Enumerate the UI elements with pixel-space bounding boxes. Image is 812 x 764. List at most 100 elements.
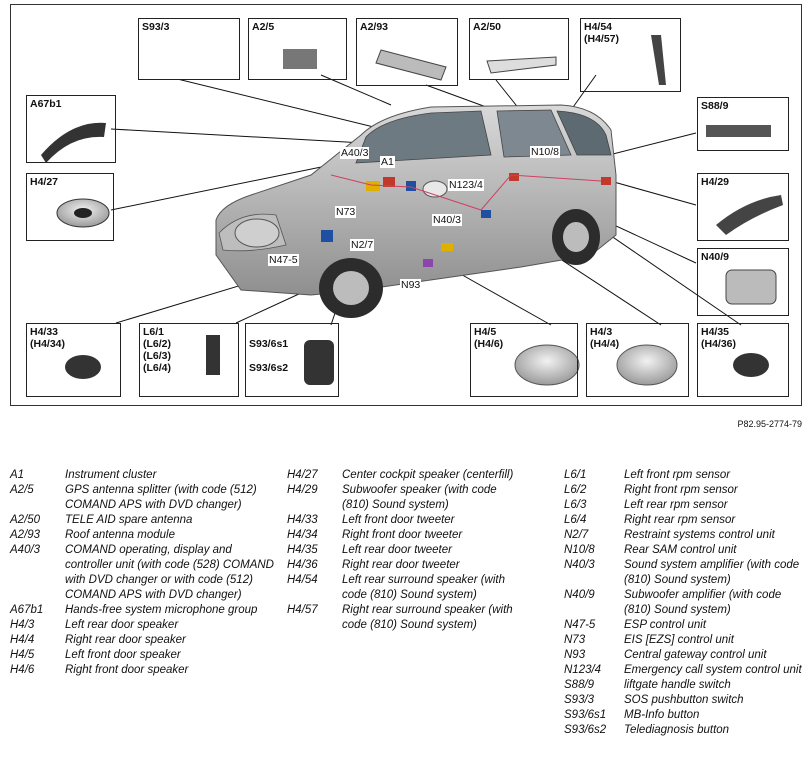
label-n93: N93 bbox=[400, 279, 422, 291]
legend-code: H4/33 bbox=[287, 514, 318, 526]
callout-s88-9: S88/9 bbox=[697, 97, 789, 151]
legend-description: liftgate handle switch bbox=[624, 679, 731, 691]
legend-row: A67b1 Hands-free system microphone group bbox=[10, 603, 275, 618]
callout-h4-35: H4/35 (H4/36) bbox=[697, 323, 789, 397]
legend-code: H4/35 bbox=[287, 544, 318, 556]
callout-h4-54: H4/54 (H4/57) bbox=[580, 18, 681, 92]
legend-code: A67b1 bbox=[10, 604, 44, 616]
legend-description: Right front door speaker bbox=[65, 664, 189, 676]
legend-code: L6/3 bbox=[564, 499, 587, 511]
callout-code: N40/9 bbox=[701, 251, 730, 263]
callout-code: A67b1 bbox=[30, 98, 62, 110]
legend-code: H4/36 bbox=[287, 559, 318, 571]
legend-code: A2/5 bbox=[10, 484, 34, 496]
label-a1: A1 bbox=[380, 156, 395, 168]
callout-code: H4/5 (H4/6) bbox=[474, 326, 504, 350]
label-n47-5: N47-5 bbox=[268, 254, 299, 266]
legend-code: A1 bbox=[10, 469, 25, 481]
callout-code: A2/50 bbox=[473, 21, 502, 33]
label-a40-3: A40/3 bbox=[340, 147, 370, 159]
legend-description: Right front door tweeter bbox=[342, 529, 463, 541]
legend-code: H4/57 bbox=[287, 604, 318, 616]
callout-n40-9: N40/9 bbox=[697, 248, 789, 316]
legend-description: ESP control unit bbox=[624, 619, 707, 631]
callout-code: S88/9 bbox=[701, 100, 729, 112]
legend-description: Left rear door tweeter bbox=[342, 544, 452, 556]
legend-description: EIS [EZS] control unit bbox=[624, 634, 734, 646]
legend-description: Sound system amplifier (with code (810) … bbox=[624, 559, 800, 586]
legend-description: Roof antenna module bbox=[65, 529, 175, 541]
legend-row: N73 EIS [EZS] control unit bbox=[564, 633, 804, 648]
callout-code: H4/35 (H4/36) bbox=[701, 326, 737, 350]
component-location-figure: S93/3 A2/5 A2/93 A2/50 H4/54 (H4/57) A67… bbox=[10, 4, 802, 406]
legend-code: N2/7 bbox=[564, 529, 589, 541]
legend-description: SOS pushbutton switch bbox=[624, 694, 744, 706]
callout-code: H4/29 bbox=[701, 176, 730, 188]
legend-code: N73 bbox=[564, 634, 586, 646]
callout-a2-93: A2/93 bbox=[356, 18, 458, 86]
legend-description: Instrument cluster bbox=[65, 469, 157, 481]
legend-description: Right rear door tweeter bbox=[342, 559, 460, 571]
legend-row: N93 Central gateway control unit bbox=[564, 648, 804, 663]
legend-code: N93 bbox=[564, 649, 586, 661]
legend-description: Hands-free system microphone group bbox=[65, 604, 258, 616]
callout-s93-3: S93/3 bbox=[138, 18, 240, 80]
legend-row: H4/5 Left front door speaker bbox=[10, 648, 275, 663]
legend-description: Central gateway control unit bbox=[624, 649, 767, 661]
legend-row: S93/3 SOS pushbutton switch bbox=[564, 693, 804, 708]
legend-code: N123/4 bbox=[564, 664, 602, 676]
legend-description: Telediagnosis button bbox=[624, 724, 730, 736]
legend-description: COMAND operating, display and controller… bbox=[65, 544, 274, 601]
legend-description: Right rear rpm sensor bbox=[624, 514, 736, 526]
legend-code: H4/54 bbox=[287, 574, 318, 586]
legend-code: N47-5 bbox=[564, 619, 596, 631]
callout-code: A2/93 bbox=[360, 21, 389, 33]
legend-code: L6/2 bbox=[564, 484, 587, 496]
label-n2-7: N2/7 bbox=[350, 239, 375, 251]
callout-h4-5: H4/5 (H4/6) bbox=[470, 323, 578, 397]
callout-h4-3: H4/3 (H4/4) bbox=[586, 323, 689, 397]
callout-l6-1: L6/1 (L6/2) (L6/3) (L6/4) bbox=[139, 323, 239, 397]
legend-description: Subwoofer amplifier (with code (810) Sou… bbox=[624, 589, 782, 616]
vehicle-body bbox=[215, 104, 617, 318]
label-n73: N73 bbox=[335, 206, 357, 218]
legend-row: N47-5 ESP control unit bbox=[564, 618, 804, 633]
legend-code: S93/6s1 bbox=[564, 709, 607, 721]
legend-description: GPS antenna splitter (with code (512) CO… bbox=[65, 484, 257, 511]
legend-row: A40/3 COMAND operating, display and contr… bbox=[10, 543, 275, 603]
callout-code: H4/27 bbox=[30, 176, 59, 188]
callout-a2-5: A2/5 bbox=[248, 18, 347, 80]
legend-description: Left rear surround speaker (with code (8… bbox=[342, 574, 505, 601]
legend-code: S93/3 bbox=[564, 694, 595, 706]
legend-code: H4/5 bbox=[10, 649, 35, 661]
label-n123-4: N123/4 bbox=[448, 179, 484, 191]
legend-row: H4/6 Right front door speaker bbox=[10, 663, 275, 678]
legend-row: H4/35 Left rear door tweeter bbox=[287, 543, 522, 558]
legend-code: A40/3 bbox=[10, 544, 41, 556]
legend-code: N10/8 bbox=[564, 544, 595, 556]
legend-description: Right front rpm sensor bbox=[624, 484, 738, 496]
legend-code: H4/34 bbox=[287, 529, 318, 541]
callout-code: A2/5 bbox=[252, 21, 275, 33]
legend-row: L6/2 Right front rpm sensor bbox=[564, 483, 804, 498]
legend-code: H4/4 bbox=[10, 634, 35, 646]
legend-code: H4/6 bbox=[10, 664, 35, 676]
legend-description: Subwoofer speaker (with code (810) Sound… bbox=[342, 484, 497, 511]
legend-description: Left rear door speaker bbox=[65, 619, 179, 631]
label-n10-8: N10/8 bbox=[530, 146, 561, 158]
legend-description: Left front door speaker bbox=[65, 649, 181, 661]
legend-description: TELE AID spare antenna bbox=[65, 514, 193, 526]
